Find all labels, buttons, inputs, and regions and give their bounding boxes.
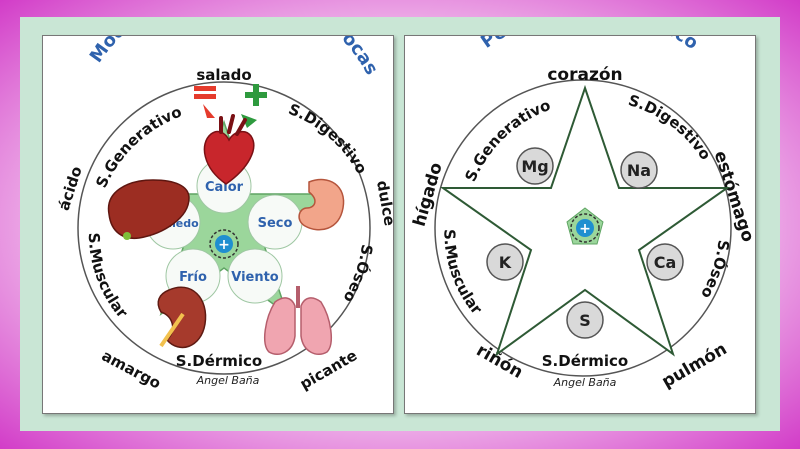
svg-text:K: K (499, 253, 512, 272)
minus-arrow-icon (194, 86, 216, 118)
system-dermico: S.Dérmico (542, 352, 629, 370)
svg-text:+: + (218, 237, 230, 253)
mineral-mg: Mg (516, 147, 554, 185)
outer-ring (77, 81, 371, 375)
system-oseo: S.Óseo (697, 239, 732, 302)
viento-label: Viento (231, 270, 279, 285)
flavor-acido: ácido (55, 164, 86, 213)
outer-ring (434, 79, 732, 377)
mineral-s: S (566, 301, 604, 339)
reciprocal-influences-diagram: Modos de influencias recíprocas salado d… (55, 0, 399, 393)
svg-text:+: + (579, 221, 591, 237)
svg-text:Na: Na (627, 161, 651, 180)
cycle-icon: + (570, 213, 600, 243)
mineral-na: Na (620, 151, 658, 189)
reciprocal-influences-panel: Modos de influencias recíprocas salado d… (42, 0, 399, 414)
system-muscular: S.Muscular (85, 232, 132, 322)
kidney-icon (157, 286, 207, 349)
cycle-icon: + (209, 229, 239, 259)
flavor-dulce: dulce (373, 179, 393, 227)
system-digestivo: S.Digestivo (286, 100, 371, 177)
organ-corazon: corazón (547, 65, 622, 85)
lungs-icon (263, 286, 333, 356)
organ-pentagram-diagram: Pentagrama Orgánico corazón estómago pul… (410, 0, 758, 392)
flavor-amargo: amargo (99, 347, 164, 393)
calor-label: Calor (205, 180, 244, 195)
system-muscular: S.Muscular (440, 229, 486, 318)
svg-text:S: S (579, 311, 591, 330)
flavor-salado: salado (196, 66, 251, 84)
flavor-picante: picante (297, 346, 360, 393)
organ-pentagram-panel: Pentagrama Orgánico corazón estómago pul… (404, 0, 758, 414)
diagram-background: Modos de influencias recíprocas salado d… (20, 0, 780, 431)
stomach-icon (298, 178, 345, 231)
seco-label: Seco (258, 216, 293, 231)
viento-circle (227, 248, 283, 304)
system-generativo: S.Generativo (92, 103, 184, 191)
liver-icon (107, 179, 190, 240)
frio-label: Frío (179, 270, 207, 285)
heart-icon (203, 114, 255, 185)
plus-arrow-icon (241, 84, 267, 128)
mineral-ca: Ca (646, 243, 684, 281)
author-signature: Angel Baña (196, 374, 260, 387)
mineral-k: K (486, 243, 524, 281)
system-oseo: S.Óseo (339, 243, 376, 306)
author-signature: Angel Baña (553, 376, 617, 389)
system-dermico: S.Dérmico (176, 352, 263, 370)
panel-title: Pentagrama Orgánico (477, 36, 702, 54)
organ-higado: hígado (410, 160, 447, 228)
svg-text:Ca: Ca (654, 253, 677, 272)
svg-text:Mg: Mg (521, 157, 548, 176)
